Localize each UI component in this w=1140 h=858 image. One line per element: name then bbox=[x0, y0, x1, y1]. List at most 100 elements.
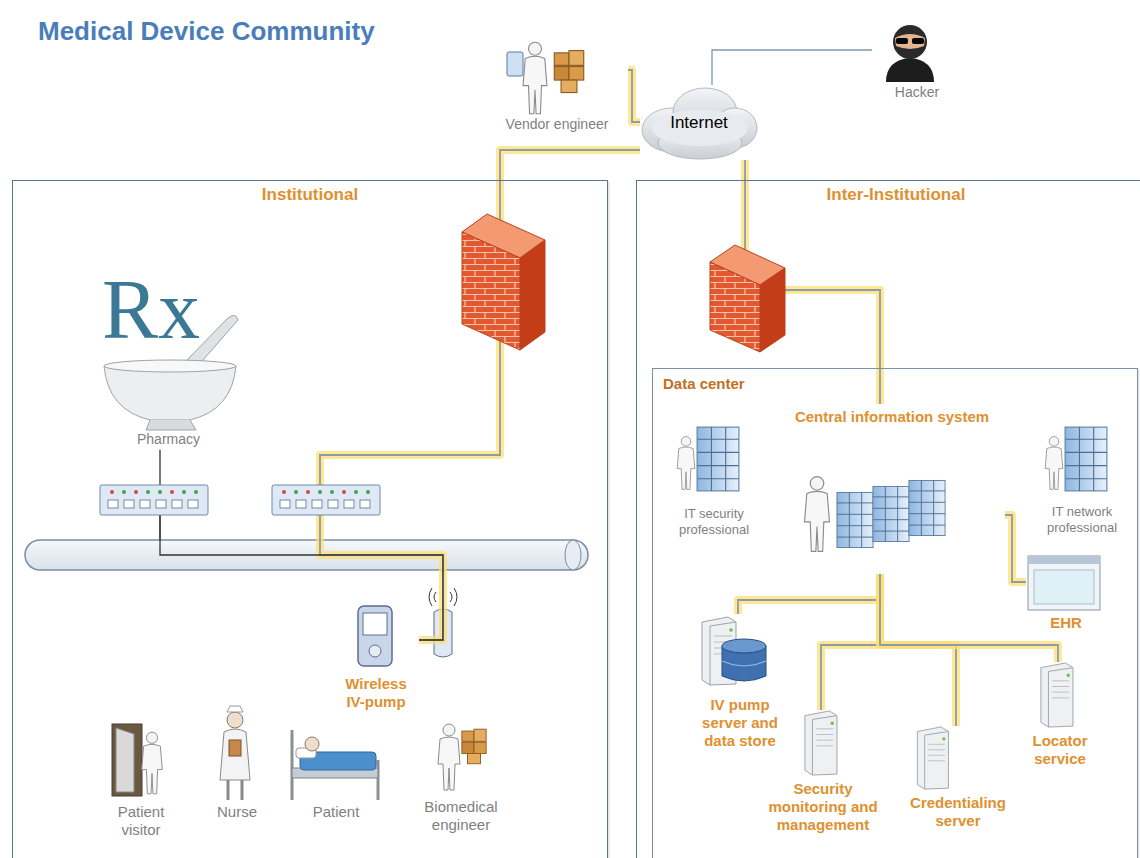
node-label: Patient visitor bbox=[101, 803, 181, 839]
region-box: InstitutionalPharmacyWireless IV-pumpPat… bbox=[12, 180, 608, 858]
connector bbox=[160, 450, 443, 640]
switch-port bbox=[360, 500, 370, 508]
node-label: IV pump server and data store bbox=[690, 696, 790, 750]
connector-glow bbox=[1005, 515, 1026, 582]
illustration-part bbox=[227, 712, 243, 728]
illustration-part bbox=[305, 737, 319, 751]
node-label: IT security professional bbox=[664, 506, 764, 537]
illustration-part bbox=[146, 420, 196, 430]
illustration-part bbox=[100, 485, 208, 515]
illustration-part bbox=[110, 490, 346, 494]
illustration-part bbox=[677, 437, 695, 490]
person-icon: Nurse bbox=[206, 706, 268, 823]
illustration-part bbox=[886, 58, 934, 82]
region-box: Data centerCentral information system IT … bbox=[652, 368, 1138, 858]
illustration-part bbox=[122, 490, 126, 494]
illustration-part bbox=[170, 490, 174, 494]
iv-pump: Wireless IV-pump bbox=[333, 603, 419, 713]
connector-glow bbox=[821, 574, 880, 710]
switch-port bbox=[108, 500, 118, 508]
internet-cloud: Internet bbox=[640, 85, 758, 160]
person-icon: Patient visitor bbox=[101, 721, 181, 841]
node-label: Pharmacy bbox=[96, 431, 241, 448]
switch-port bbox=[156, 500, 166, 508]
connector-line bbox=[821, 574, 880, 710]
person-icon: IT security professional bbox=[664, 424, 764, 539]
node-label: Nurse bbox=[206, 803, 268, 821]
illustration-part bbox=[272, 485, 380, 515]
illustration-part bbox=[229, 740, 241, 756]
connector bbox=[320, 150, 640, 640]
pharmacy-symbol: Rx bbox=[102, 268, 200, 352]
connector-glow bbox=[880, 574, 1058, 662]
illustration-part bbox=[369, 645, 381, 657]
illustration-part bbox=[1028, 556, 1100, 610]
connector-line bbox=[880, 574, 956, 726]
illustration-part bbox=[146, 490, 150, 494]
node-label: Locator service bbox=[1014, 732, 1106, 768]
vendor-engineer: Vendor engineer bbox=[486, 36, 628, 135]
node-label: Institutional bbox=[13, 185, 607, 205]
illustration-part bbox=[110, 490, 114, 494]
server-icon: Locator service bbox=[1014, 662, 1106, 770]
illustration-part bbox=[722, 639, 766, 653]
node-label: Data center bbox=[661, 375, 747, 393]
connector-line bbox=[1005, 515, 1026, 582]
illustration-part bbox=[462, 232, 520, 350]
person-icon: Biomedical engineer bbox=[411, 716, 511, 836]
illustration-part bbox=[523, 42, 547, 114]
connector-line bbox=[320, 150, 640, 640]
illustration-part bbox=[1065, 427, 1107, 491]
illustration-part bbox=[805, 711, 837, 775]
illustration-part bbox=[354, 490, 358, 494]
connector bbox=[712, 50, 872, 85]
connector-line bbox=[628, 70, 640, 122]
illustration-part bbox=[873, 486, 909, 541]
switch-port bbox=[312, 500, 322, 508]
illustration-part bbox=[182, 490, 186, 494]
illustration-part bbox=[292, 730, 378, 800]
switch-port bbox=[280, 500, 290, 508]
server-icon: Credentialing server bbox=[898, 726, 1018, 832]
illustration-part bbox=[100, 485, 380, 515]
switch-port bbox=[172, 500, 182, 508]
illustration-part bbox=[912, 38, 924, 44]
illustration-part bbox=[1041, 663, 1073, 727]
connector bbox=[880, 574, 956, 726]
illustration-part bbox=[122, 490, 370, 494]
illustration-part bbox=[363, 613, 387, 635]
region-box: Inter-InstitutionalData centerCentral in… bbox=[636, 180, 1140, 858]
illustration-part bbox=[282, 490, 286, 494]
illustration-part bbox=[438, 724, 460, 790]
illustration-part bbox=[227, 706, 243, 712]
illustration-part bbox=[294, 490, 298, 494]
illustration-part bbox=[358, 606, 392, 666]
person-icon: IT network professional bbox=[1032, 424, 1132, 537]
node-label: Credentialing server bbox=[898, 794, 1018, 830]
switch-port bbox=[140, 500, 150, 508]
node-label: Central information system bbox=[779, 408, 1005, 426]
node-label: IT network professional bbox=[1032, 504, 1132, 535]
illustration-part bbox=[366, 490, 370, 494]
server-rack: Central information system bbox=[779, 404, 1005, 574]
connector bbox=[880, 574, 1058, 662]
connector-glow bbox=[320, 150, 640, 640]
illustration-part bbox=[1034, 570, 1094, 604]
illustration-part bbox=[108, 500, 370, 508]
ehr-window: EHR bbox=[1026, 554, 1106, 634]
illustration-part bbox=[710, 262, 760, 352]
illustration-part bbox=[462, 729, 486, 764]
connector bbox=[628, 70, 640, 122]
connector bbox=[738, 574, 880, 614]
node-label: EHR bbox=[1026, 614, 1106, 632]
connector-line bbox=[160, 450, 443, 640]
connector-line bbox=[738, 574, 880, 614]
illustration-part bbox=[1028, 556, 1100, 564]
connector-line bbox=[880, 574, 1058, 662]
illustration-part bbox=[158, 490, 162, 494]
illustration-part bbox=[220, 729, 250, 780]
switch-port bbox=[124, 500, 134, 508]
illustration-part bbox=[760, 268, 785, 352]
node-label: Biomedical engineer bbox=[411, 798, 511, 834]
